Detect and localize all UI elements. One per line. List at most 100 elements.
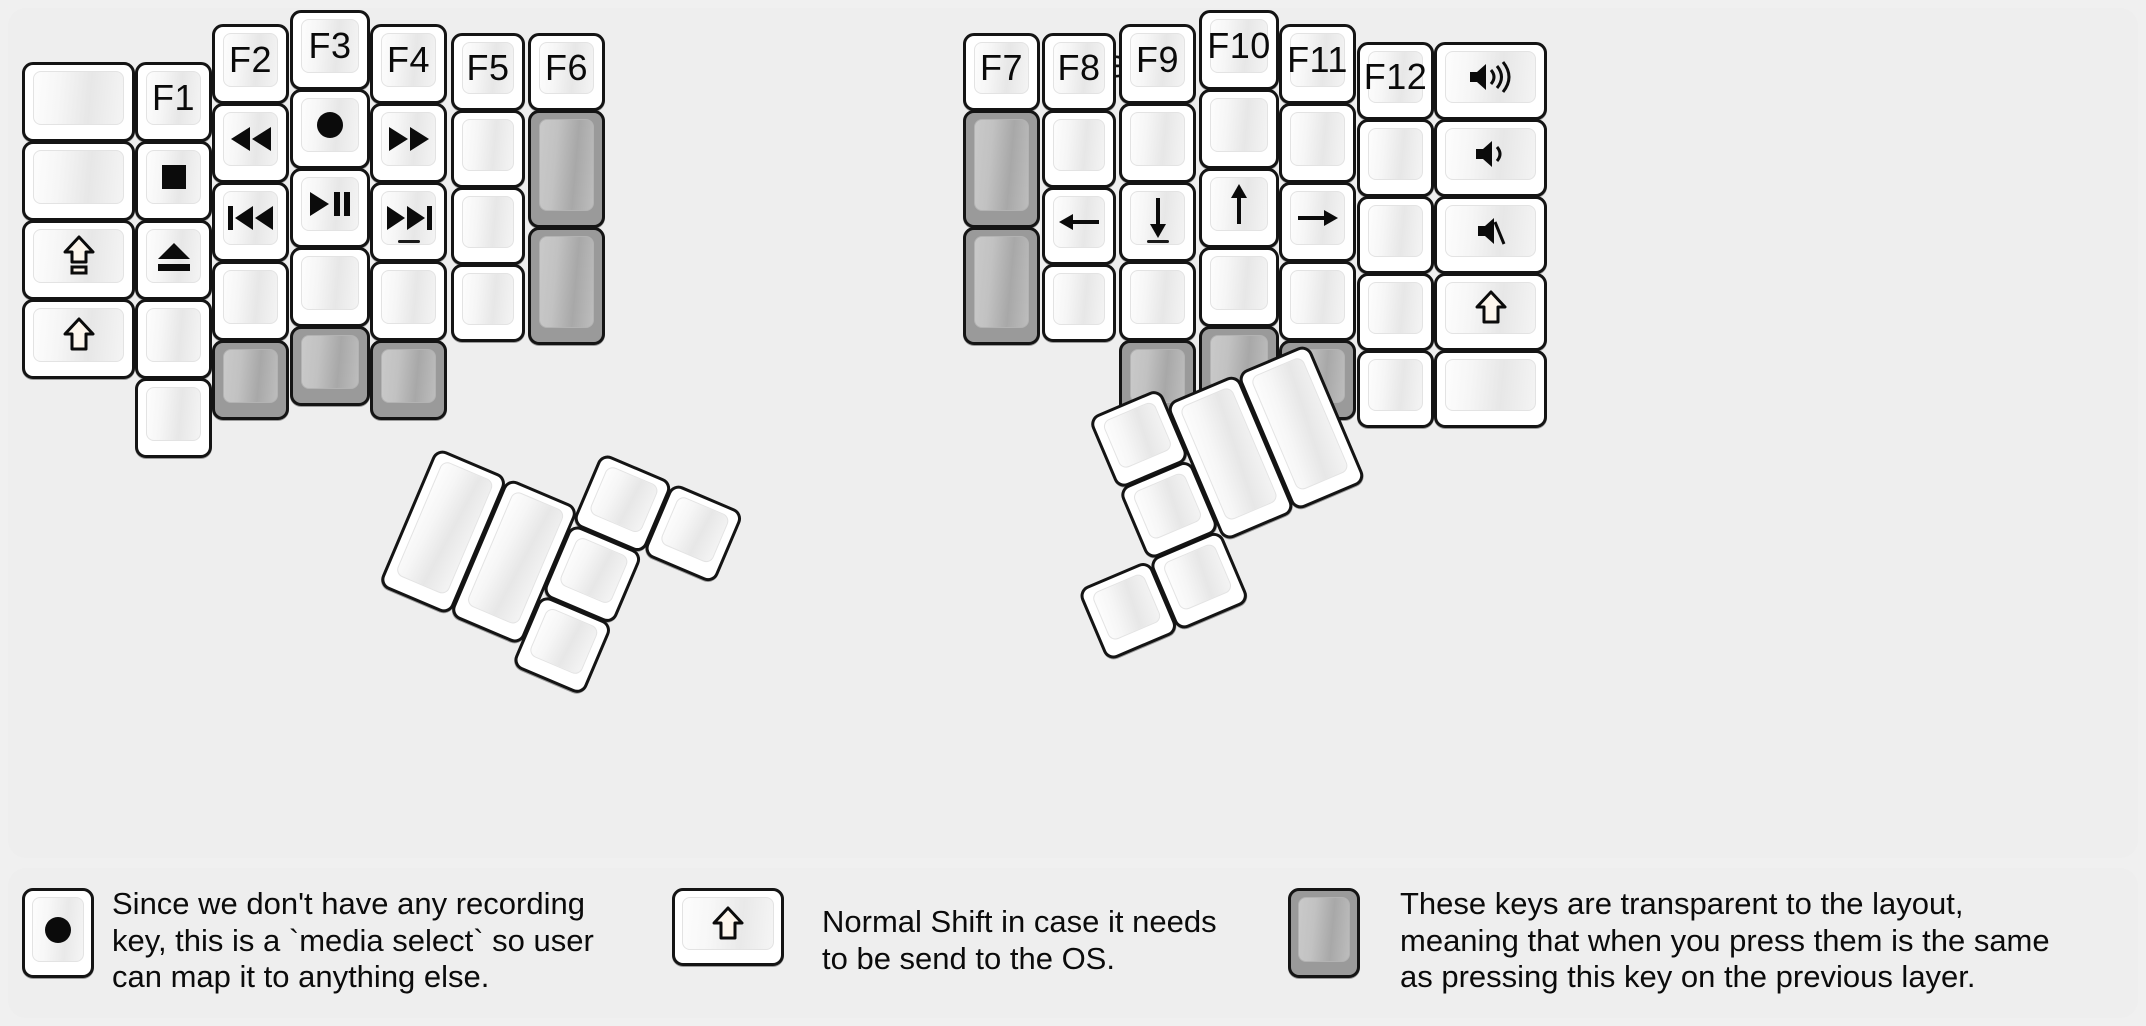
legend-key-note-normal-shift <box>672 888 784 966</box>
key-media-rewind[interactable] <box>212 103 289 183</box>
key-label-empty <box>302 336 358 388</box>
key-blank[interactable] <box>1042 110 1116 188</box>
key-blank[interactable] <box>212 261 289 341</box>
key-media-fast-forward[interactable] <box>370 103 447 183</box>
key-media-eject[interactable] <box>135 220 212 300</box>
keycap-face: F2 <box>223 33 278 87</box>
key-label: F3 <box>308 25 352 66</box>
key-blank[interactable] <box>1357 196 1434 274</box>
keycap-face <box>1090 572 1163 642</box>
key-arrow-down[interactable] <box>1119 182 1196 262</box>
key-arrow-up[interactable] <box>1199 168 1279 248</box>
key-blank[interactable] <box>135 299 212 379</box>
key-volume-down[interactable] <box>1434 119 1547 197</box>
key-f3[interactable]: F3 <box>290 10 370 90</box>
keycap-face <box>1131 471 1204 541</box>
keycap-face <box>1210 177 1268 231</box>
keycap-face <box>1053 119 1105 171</box>
key-blank[interactable] <box>1357 350 1434 428</box>
caps-lock-arrow-icon <box>34 230 123 282</box>
key-f1[interactable]: F1 <box>135 62 212 142</box>
keycap-face <box>462 196 514 248</box>
keycap-face: F1 <box>146 71 201 125</box>
keycap-face <box>1445 128 1536 180</box>
key-f5[interactable]: F5 <box>451 33 525 111</box>
key-volume-up[interactable] <box>1434 42 1547 120</box>
key-blank[interactable] <box>1199 89 1279 169</box>
key-f9[interactable]: F9 <box>1119 24 1196 104</box>
key-blank[interactable] <box>1279 261 1356 341</box>
keycap-face: F10 <box>1207 19 1270 73</box>
key-blank[interactable] <box>451 187 525 265</box>
key-transparent[interactable] <box>528 227 605 345</box>
key-f2[interactable]: F2 <box>212 24 289 104</box>
key-f8[interactable]: F8 <box>1042 33 1116 111</box>
arrow-right-icon <box>1291 192 1344 244</box>
key-blank[interactable] <box>135 378 212 458</box>
shift-arrow-icon <box>683 898 773 949</box>
key-blank[interactable] <box>1199 247 1279 327</box>
key-blank[interactable] <box>1119 261 1196 341</box>
key-shift-arrow[interactable] <box>22 299 135 379</box>
legend-key-note-media-select <box>22 888 94 978</box>
keycap-face <box>146 308 201 362</box>
key-label-empty <box>1092 574 1161 641</box>
key-label-empty <box>1054 120 1104 170</box>
key-blank[interactable] <box>1042 264 1116 342</box>
key-label-empty <box>1369 129 1422 179</box>
keycap-face <box>1130 349 1185 403</box>
key-media-prev-track[interactable] <box>212 182 289 262</box>
key-f7[interactable]: F7 <box>963 33 1040 111</box>
keycap-face <box>1130 191 1185 245</box>
key-f4[interactable]: F4 <box>370 24 447 104</box>
media-record-icon <box>33 898 83 961</box>
key-blank[interactable] <box>1357 119 1434 197</box>
key-f12[interactable]: F12 <box>1357 42 1434 120</box>
keycap-face <box>1210 256 1268 310</box>
key-blank[interactable] <box>451 264 525 342</box>
key-label: F1 <box>151 77 195 118</box>
keycap-face <box>1290 112 1345 166</box>
key-media-record[interactable] <box>290 89 370 169</box>
media-prev-track-icon <box>224 192 277 244</box>
key-volume-mute[interactable] <box>1434 196 1547 274</box>
key-arrow-left[interactable] <box>1042 187 1116 265</box>
key-transparent[interactable] <box>212 340 289 420</box>
key-shift-arrow[interactable] <box>1434 273 1547 351</box>
key-f10[interactable]: F10 <box>1199 10 1279 90</box>
key-blank[interactable] <box>370 261 447 341</box>
key-blank[interactable] <box>22 141 135 221</box>
key-label-empty <box>382 271 435 323</box>
key-blank[interactable] <box>1119 103 1196 183</box>
key-media-next-track[interactable] <box>370 182 447 262</box>
key-arrow-right[interactable] <box>1279 182 1356 262</box>
key-label: F5 <box>466 47 510 88</box>
key-f11[interactable]: F11 <box>1279 24 1356 104</box>
key-media-stop[interactable] <box>135 141 212 221</box>
key-media-play-pause[interactable] <box>290 168 370 248</box>
key-blank[interactable] <box>451 110 525 188</box>
key-label: F8 <box>1057 47 1101 88</box>
key-blank[interactable] <box>290 247 370 327</box>
key-blank[interactable] <box>1279 103 1356 183</box>
key-blank[interactable] <box>22 62 135 142</box>
key-label-empty <box>463 274 513 324</box>
key-blank[interactable] <box>1357 273 1434 351</box>
key-blank[interactable] <box>1434 350 1547 428</box>
key-caps-lock-arrow[interactable] <box>22 220 135 300</box>
key-label-empty <box>1369 283 1422 333</box>
sub-dash-mark <box>397 240 420 243</box>
key-label-empty <box>34 72 123 124</box>
key-transparent[interactable] <box>528 110 605 228</box>
key-transparent[interactable] <box>963 110 1040 228</box>
shift-arrow-icon <box>34 309 123 361</box>
key-transparent[interactable] <box>370 340 447 420</box>
keycap-face <box>682 897 774 950</box>
key-f6[interactable]: F6 <box>528 33 605 111</box>
key-label-empty <box>1291 271 1344 323</box>
keycap-face <box>1368 282 1423 334</box>
keycap-face: F11 <box>1287 33 1347 87</box>
key-transparent[interactable] <box>963 227 1040 345</box>
key-transparent[interactable] <box>290 326 370 406</box>
